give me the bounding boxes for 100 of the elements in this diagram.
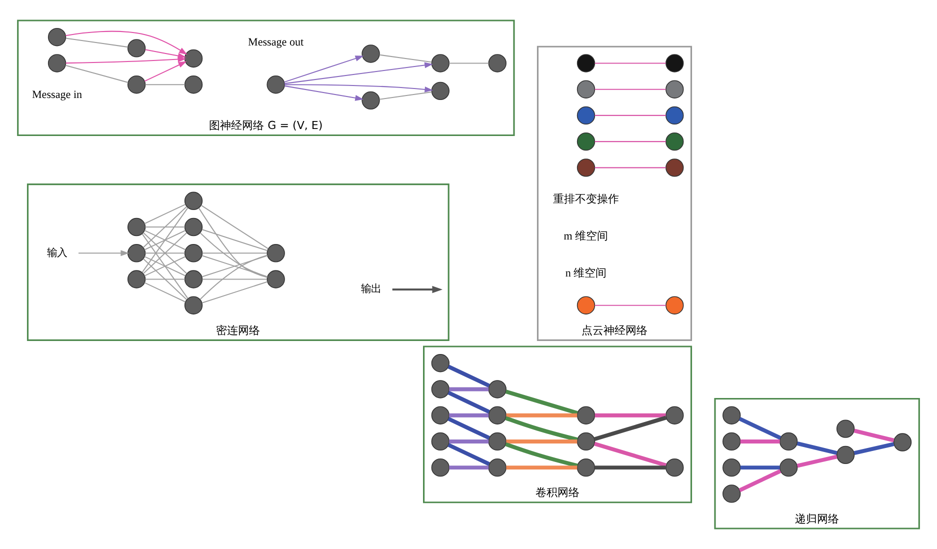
node-circle <box>127 270 146 288</box>
connector <box>145 278 185 280</box>
arrow <box>78 250 130 256</box>
connector <box>594 141 666 142</box>
node-circle <box>722 406 741 424</box>
node-circle <box>836 420 855 438</box>
connector <box>145 84 185 86</box>
node-circle <box>184 296 203 314</box>
connector <box>505 442 578 468</box>
connector <box>449 466 489 470</box>
connector <box>200 204 268 250</box>
label: m 维空间 <box>564 230 608 242</box>
node-circle <box>576 158 596 177</box>
connector <box>796 441 838 455</box>
connector <box>854 428 894 442</box>
connector <box>449 413 489 418</box>
node-circle <box>666 158 684 177</box>
node-circle <box>666 106 684 125</box>
connector <box>65 64 128 83</box>
node-circle <box>362 91 380 110</box>
connector <box>449 439 489 444</box>
connector <box>448 443 490 466</box>
node-circle <box>576 406 596 424</box>
node-circle <box>48 28 66 46</box>
connector <box>506 439 578 444</box>
cluster: 递归网络 <box>714 398 920 530</box>
connector <box>505 390 578 415</box>
connector <box>796 454 838 468</box>
label: Message in <box>32 88 82 101</box>
node-circle <box>488 458 506 477</box>
connector <box>66 38 128 48</box>
node-circle <box>722 458 741 477</box>
node-circle <box>666 132 684 151</box>
connector <box>145 226 185 228</box>
cluster: 卷积网络 <box>423 346 692 504</box>
connector <box>594 167 666 168</box>
connector <box>448 416 490 440</box>
node-circle <box>666 80 684 98</box>
arrow <box>66 30 188 55</box>
arrow <box>284 84 434 92</box>
connector <box>505 416 578 442</box>
connector <box>854 442 894 456</box>
node-circle <box>184 218 203 236</box>
connector <box>506 466 578 470</box>
node-circle <box>431 458 450 477</box>
connector <box>380 92 432 100</box>
connector <box>142 258 188 300</box>
connector <box>145 252 185 254</box>
connector <box>202 252 268 254</box>
connector <box>740 439 780 444</box>
node-circle <box>184 192 203 210</box>
node-circle <box>184 270 203 288</box>
node-circle <box>488 432 506 451</box>
node-circle <box>488 54 506 72</box>
connector <box>594 466 666 470</box>
node-circle <box>488 380 506 398</box>
arrow <box>144 61 187 82</box>
node-circle <box>431 380 450 398</box>
node-circle <box>431 432 450 451</box>
connector <box>144 256 186 276</box>
node-circle <box>431 82 450 100</box>
connector <box>594 304 666 306</box>
node-circle <box>722 432 741 451</box>
arrow <box>145 49 186 59</box>
connector <box>506 413 578 418</box>
connector <box>142 234 188 299</box>
node-text: 输出 <box>360 283 381 296</box>
connector <box>449 62 489 64</box>
connector <box>144 282 186 302</box>
node-circle <box>127 76 146 94</box>
connector <box>198 208 268 278</box>
node-circle <box>836 446 855 464</box>
node-circle <box>666 296 684 314</box>
connector <box>200 254 268 300</box>
connector <box>594 114 666 116</box>
connector <box>594 88 666 90</box>
node-circle <box>266 244 285 262</box>
node-circle <box>362 44 380 63</box>
connector <box>142 207 188 273</box>
connector <box>202 278 268 280</box>
node-circle <box>266 76 285 94</box>
connector <box>594 416 667 442</box>
node-circle <box>184 49 203 68</box>
connector <box>449 387 489 392</box>
label: 重排不变操作 <box>553 193 620 206</box>
label: Message out <box>248 36 304 49</box>
node-circle <box>184 244 203 262</box>
connector <box>594 62 666 64</box>
node-circle <box>666 458 684 477</box>
node-circle <box>576 432 596 451</box>
arrow <box>284 85 364 101</box>
connector <box>144 204 186 224</box>
node-circle <box>576 458 596 477</box>
node-circle <box>488 406 506 424</box>
connector <box>202 229 268 252</box>
connector <box>738 469 782 492</box>
connector <box>380 54 432 63</box>
arrow <box>284 56 364 83</box>
connector <box>594 413 666 418</box>
node-circle <box>893 433 912 452</box>
